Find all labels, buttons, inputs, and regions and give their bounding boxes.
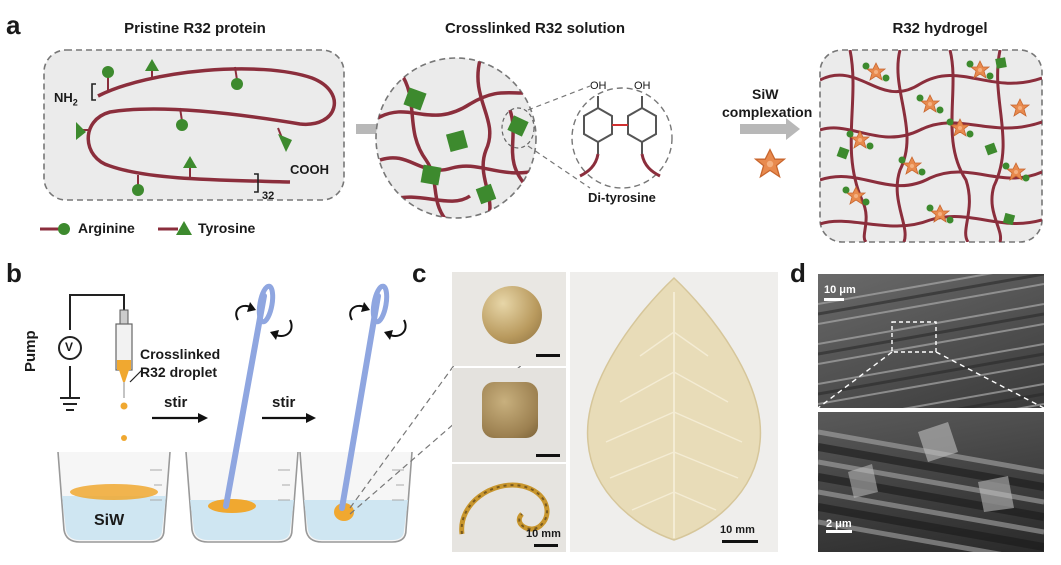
sphere-sample bbox=[482, 286, 542, 344]
scale-bar-cube bbox=[536, 454, 560, 457]
hydrogel-box bbox=[819, 49, 1043, 243]
di-tyrosine-label: Di-tyrosine bbox=[588, 190, 656, 205]
sem-bottom-texture bbox=[818, 422, 1044, 552]
sem-top-texture bbox=[818, 274, 1044, 408]
nh2-text: NH bbox=[54, 90, 73, 105]
beaker-1 bbox=[57, 435, 171, 543]
cooh-label: COOH bbox=[290, 162, 329, 177]
stir-arrow-1 bbox=[152, 413, 208, 423]
scale-bar-sphere bbox=[536, 354, 560, 357]
title-pristine: Pristine R32 protein bbox=[124, 20, 266, 37]
pump-label: Pump bbox=[22, 330, 39, 372]
nh2-label: NH2 bbox=[54, 90, 78, 108]
oh-label-2: OH bbox=[634, 80, 651, 92]
repeat-label: 32 bbox=[262, 190, 275, 202]
arrow-2 bbox=[740, 118, 800, 140]
panel-letter-d: d bbox=[790, 258, 806, 288]
oh-label-1: OH bbox=[590, 80, 607, 92]
cube-sample bbox=[482, 382, 538, 438]
di-tyrosine-circle bbox=[571, 87, 673, 189]
siw-beaker-label: SiW bbox=[94, 512, 125, 529]
arginine-marker bbox=[231, 78, 243, 90]
scale-bar-leaf bbox=[722, 540, 758, 543]
voltmeter-icon bbox=[58, 336, 82, 360]
legend-tyrosine-icon bbox=[176, 221, 192, 235]
stirrer-2 bbox=[339, 283, 407, 511]
stir-label-2: stir bbox=[272, 394, 296, 411]
beaker-3 bbox=[299, 451, 413, 543]
sem-image-bottom bbox=[818, 412, 1044, 552]
title-hydrogel: R32 hydrogel bbox=[892, 20, 988, 37]
sem-image-top bbox=[818, 274, 1044, 408]
protein-chain bbox=[86, 67, 337, 184]
legend-arginine-icon bbox=[58, 223, 70, 235]
stir-label-1: stir bbox=[164, 394, 188, 411]
photo-cube bbox=[452, 368, 566, 462]
legend bbox=[40, 221, 192, 235]
sem-scale-top: 10 μm bbox=[824, 284, 856, 296]
sem-scale-bottom: 2 μm bbox=[826, 518, 852, 530]
scale-label-small: 10 mm bbox=[526, 528, 561, 540]
scale-label-leaf: 10 mm bbox=[720, 524, 755, 536]
droplet-icon bbox=[120, 402, 128, 410]
legend-arginine-label: Arginine bbox=[78, 220, 135, 236]
sem-zoom-box bbox=[891, 321, 937, 353]
photo-fiber bbox=[452, 464, 566, 552]
fiber-sample bbox=[459, 482, 550, 535]
photo-leaf bbox=[570, 272, 778, 552]
droplet-label-line1: Crosslinked bbox=[140, 346, 221, 362]
scale-bar-fiber bbox=[534, 544, 558, 547]
siw-complexation-line1: SiW bbox=[752, 86, 779, 102]
panel-letter-a: a bbox=[6, 10, 21, 40]
syringe-icon bbox=[115, 309, 133, 398]
stir-arrow-2 bbox=[262, 413, 316, 423]
legend-tyrosine-label: Tyrosine bbox=[198, 220, 256, 236]
droplet-label-line2: R32 droplet bbox=[140, 364, 218, 380]
photo-sphere bbox=[452, 272, 566, 366]
stirrer-1 bbox=[223, 283, 293, 509]
leaf-sample bbox=[586, 276, 762, 541]
voltmeter-label: V bbox=[65, 340, 74, 354]
siw-complexation-line2: complexation bbox=[722, 104, 813, 120]
nh2-subscript: 2 bbox=[72, 97, 78, 108]
title-crosslinked: Crosslinked R32 solution bbox=[444, 20, 626, 37]
panel-letter-b: b bbox=[6, 258, 22, 288]
panel-letter-c: c bbox=[412, 258, 427, 288]
beaker-2 bbox=[185, 451, 299, 543]
